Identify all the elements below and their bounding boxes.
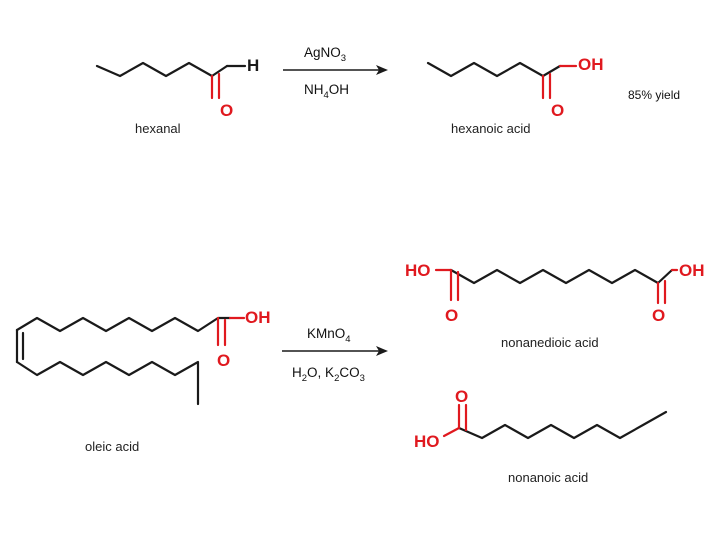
- hexanal-h-atom: H: [247, 56, 259, 75]
- hexanal-label: hexanal: [135, 121, 181, 136]
- oleic-upper-chain: [15, 316, 232, 333]
- diacid-right-o-atom: O: [652, 306, 665, 325]
- reaction1-arrow: [283, 65, 388, 75]
- hexanoic-acid-structure: OH O: [426, 55, 604, 120]
- oleic-lower-chain: [15, 360, 200, 406]
- yield-label: 85% yield: [628, 88, 680, 102]
- reaction2-reagent-bottom: H2O, K2CO3: [292, 365, 365, 384]
- oleic-acid-label: oleic acid: [85, 439, 139, 454]
- diacid-ho-atom: HO: [405, 261, 431, 280]
- hexanoic-acid-label: hexanoic acid: [451, 121, 531, 136]
- nonanoic-ho-atom: HO: [414, 432, 440, 451]
- diacid-left-o-atom: O: [445, 306, 458, 325]
- reaction1-reagent-bottom: NH4OH: [304, 82, 349, 101]
- diacid-oh-atom: OH: [679, 261, 705, 280]
- hexanoic-o-atom: O: [551, 101, 564, 120]
- reaction2-reagent-top: KMnO4: [307, 326, 351, 345]
- reaction1-reagent-top: AgNO3: [304, 45, 346, 64]
- oleic-acid-structure: OH O: [15, 308, 271, 406]
- oleic-o-atom: O: [217, 351, 230, 370]
- hexanal-o-atom: O: [220, 101, 233, 120]
- hexanal-chain: [95, 61, 229, 78]
- nonanedioic-acid-label: nonanedioic acid: [501, 335, 599, 350]
- diacid-chain: [449, 268, 674, 285]
- nonanedioic-acid-structure: HO O OH O: [405, 261, 705, 325]
- hexanoic-chain: [426, 61, 562, 78]
- nonanoic-chain: [457, 410, 668, 440]
- oleic-oh-atom: OH: [245, 308, 271, 327]
- nonanoic-acid-structure: O HO: [414, 387, 668, 451]
- hexanoic-oh-atom: OH: [578, 55, 604, 74]
- nonanoic-o-atom: O: [455, 387, 468, 406]
- nonanoic-acid-label: nonanoic acid: [508, 470, 588, 485]
- reaction2-arrow: [282, 346, 388, 356]
- hexanal-structure: H O: [95, 56, 259, 120]
- nonanoic-oh-bond: [442, 426, 461, 438]
